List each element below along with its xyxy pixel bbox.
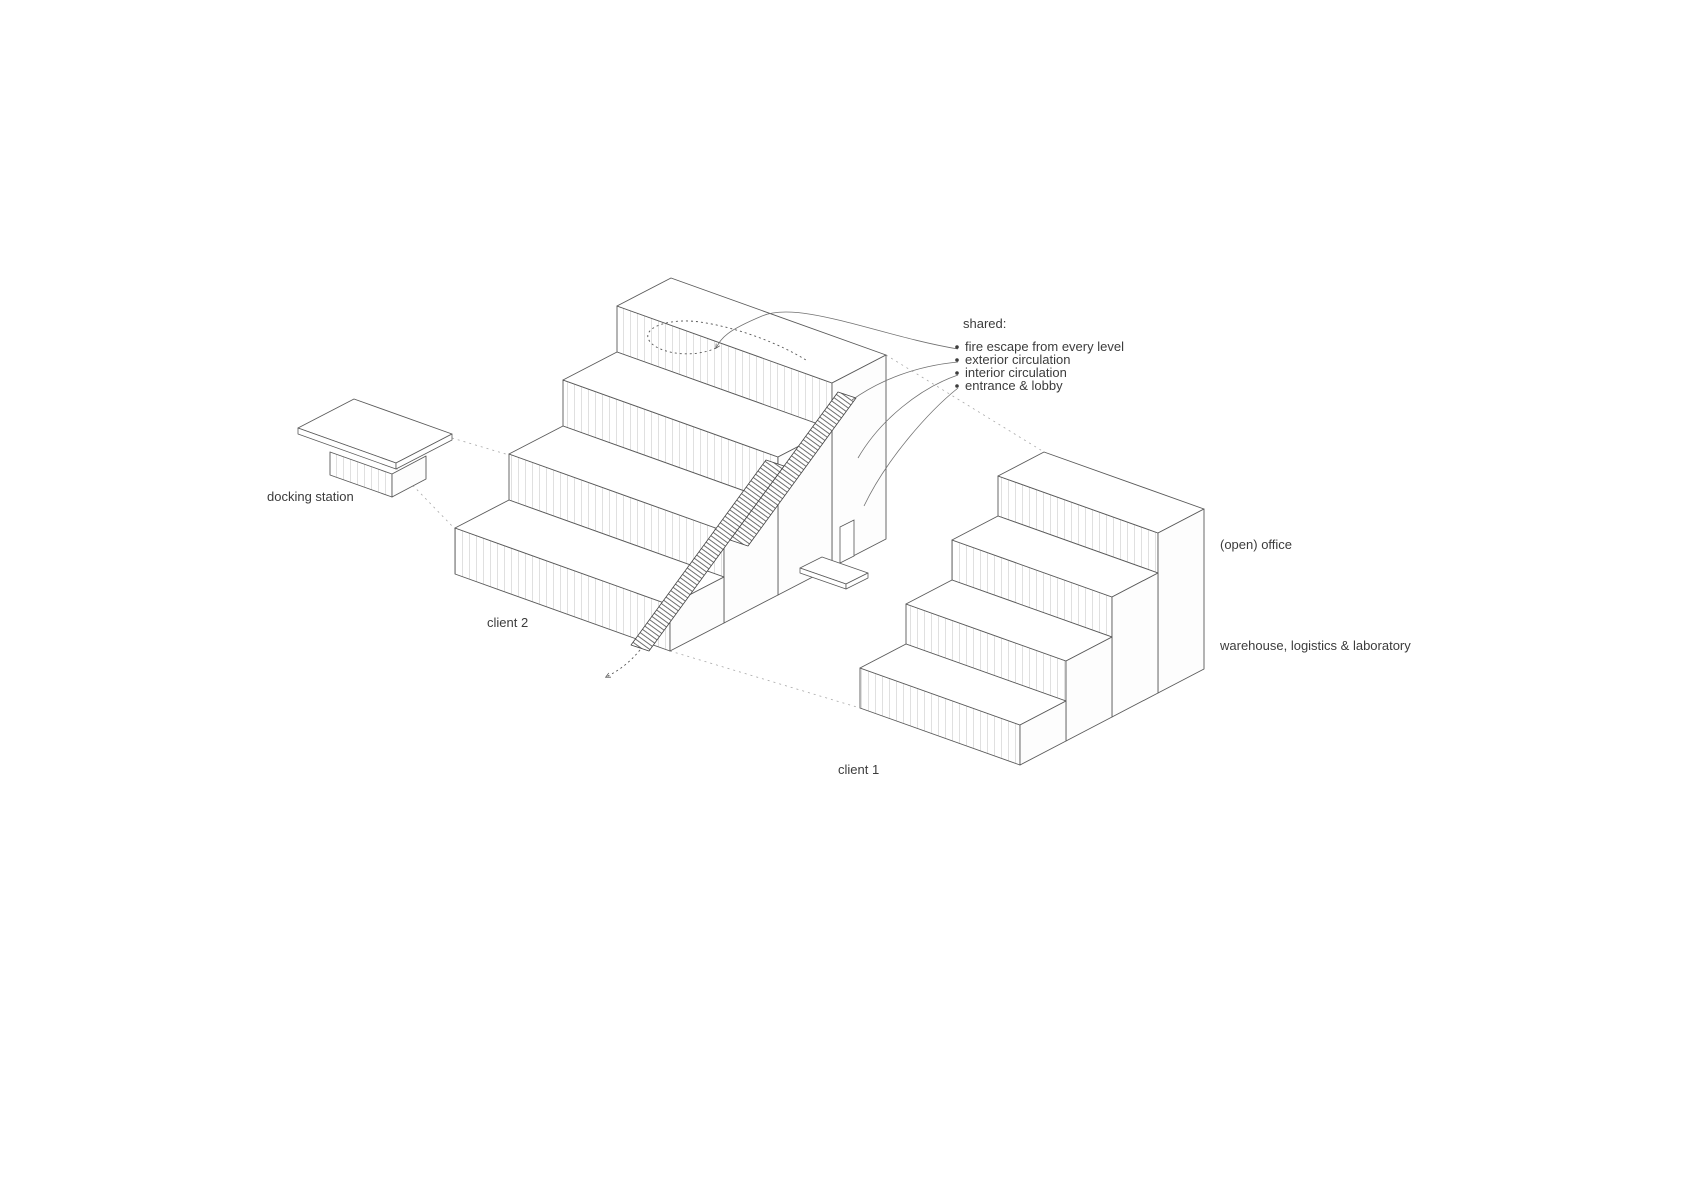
client-2-building xyxy=(454,277,887,652)
bullet-dot xyxy=(955,345,959,349)
entrance-platform xyxy=(799,556,869,590)
dotted-line-client2-to-client1-ground xyxy=(669,650,861,709)
docking-station xyxy=(297,398,453,498)
bullet-dot xyxy=(955,371,959,375)
leader-fire-escape xyxy=(716,311,959,350)
client1-end-wall-3 xyxy=(1111,572,1159,718)
leader-lines xyxy=(716,311,959,507)
shared-item-exterior-circulation: exterior circulation xyxy=(965,352,1071,367)
bullet-dot xyxy=(955,384,959,388)
bullet-dot xyxy=(955,358,959,362)
entrance-door xyxy=(839,519,855,564)
entrance-platform-side xyxy=(845,572,869,590)
shared-item-interior-circulation: interior circulation xyxy=(965,365,1067,380)
shared-item-entrance-lobby: entrance & lobby xyxy=(965,378,1063,393)
leader-entrance-lobby xyxy=(863,387,959,507)
exterior-stair xyxy=(606,391,857,677)
label-client-2: client 2 xyxy=(487,615,528,630)
shared-title: shared: xyxy=(963,316,1006,331)
leader-interior-circulation xyxy=(857,374,959,459)
diagram-labels: docking station client 2 client 1 (open)… xyxy=(267,489,1411,777)
docking-roof-top xyxy=(297,398,453,464)
alignment-dotted-lines xyxy=(395,354,1045,709)
shared-annotations: shared: fire escape from every level ext… xyxy=(955,316,1124,393)
shared-item-fire-escape: fire escape from every level xyxy=(965,339,1124,354)
client2-end-wall-1 xyxy=(669,576,725,652)
docking-roof-side-edge xyxy=(395,433,453,470)
dotted-line-client2-to-client1-roof xyxy=(885,354,1045,453)
stair-exit-arrow xyxy=(606,649,641,677)
leader-exterior-circulation xyxy=(851,361,959,401)
label-client-1: client 1 xyxy=(838,762,879,777)
stair-flight-lower xyxy=(630,459,785,652)
client1-end-wall-1 xyxy=(1019,700,1067,766)
docking-base-side xyxy=(391,455,427,498)
label-warehouse: warehouse, logistics & laboratory xyxy=(1219,638,1411,653)
dotted-line-dock-to-client2-upper xyxy=(451,437,510,456)
client1-end-wall-4 xyxy=(1157,508,1205,694)
client-1-building xyxy=(859,451,1205,766)
dotted-line-dock-to-client2-lower xyxy=(395,467,456,530)
label-docking-station: docking station xyxy=(267,489,354,504)
label-open-office: (open) office xyxy=(1220,537,1292,552)
